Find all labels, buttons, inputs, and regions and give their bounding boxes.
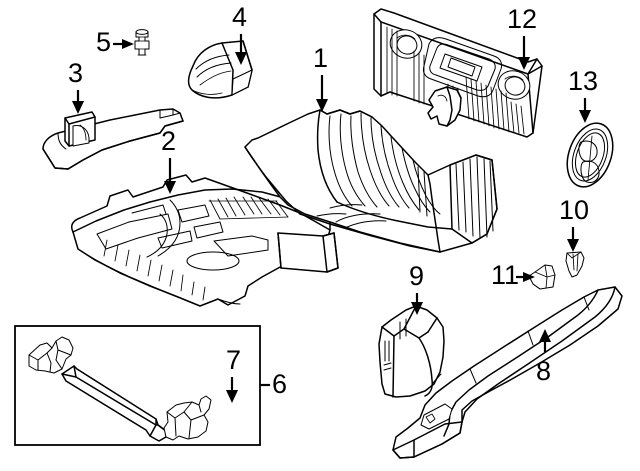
callout-number-1: 1: [313, 43, 329, 73]
part-12-rear-end-panel: [373, 8, 543, 138]
callout-number-9: 9: [409, 261, 425, 291]
callout-number-3: 3: [68, 58, 84, 88]
crossmember-rail: [61, 365, 167, 442]
callout-number-4: 4: [232, 2, 248, 32]
callout-number-2: 2: [161, 126, 177, 156]
part-5-stud-bolt: [134, 29, 150, 56]
part-10-body-plug: [565, 251, 585, 278]
callout-number-5: 5: [96, 27, 112, 57]
part-3-floor-bracket: [42, 108, 184, 170]
callout-number-8: 8: [536, 356, 552, 386]
callout-leaders: [72, 34, 591, 403]
callout-number-6: 6: [272, 369, 288, 399]
part-2-floor-panel-extension: [70, 174, 339, 307]
callout-number-7: 7: [226, 345, 242, 375]
callout-number-12: 12: [507, 4, 538, 34]
part-1-rear-floor-pan: [244, 109, 498, 253]
part-6-inset-box: [14, 325, 261, 446]
callout-number-11: 11: [491, 260, 520, 290]
part-8-rear-side-rail: [392, 286, 623, 459]
part-7-crossmember-bracket: [163, 395, 212, 441]
callout-number-10: 10: [559, 195, 590, 225]
part-9-reinforcement-bracket: [378, 305, 445, 398]
callout-number-13: 13: [568, 66, 599, 96]
part-4-insulator-pad: [187, 40, 253, 99]
crossmember-bracket-left: [28, 336, 74, 374]
part-13-oval-grommet: [566, 122, 614, 188]
